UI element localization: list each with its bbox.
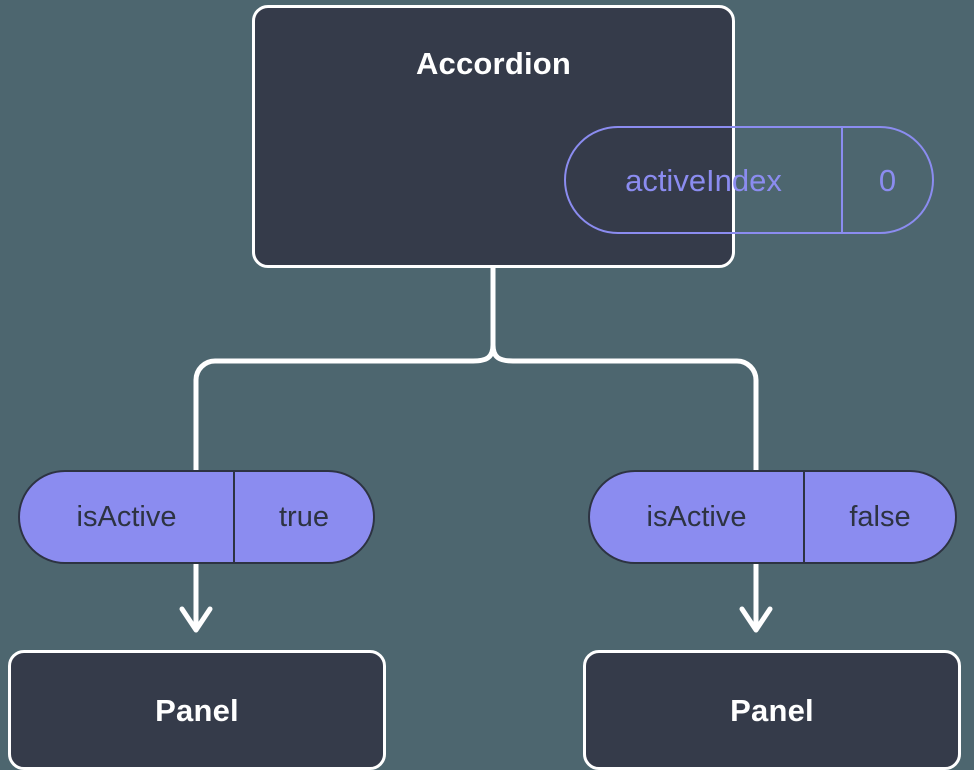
node-accordion-title: Accordion bbox=[415, 46, 572, 81]
prop-pill-is-active-true-key: isActive bbox=[20, 472, 235, 562]
arrow-head-right-icon bbox=[739, 606, 773, 633]
state-pill-active-index-value: 0 bbox=[878, 162, 897, 198]
connector-fork-right bbox=[490, 344, 759, 470]
prop-pill-is-active-false[interactable]: isActive false bbox=[588, 470, 957, 564]
node-panel-right[interactable]: Panel bbox=[583, 650, 961, 770]
prop-pill-is-active-false-value: false bbox=[849, 500, 911, 533]
node-panel-right-title: Panel bbox=[730, 692, 814, 728]
prop-pill-is-active-true[interactable]: isActive true bbox=[18, 470, 375, 564]
node-panel-left[interactable]: Panel bbox=[8, 650, 386, 770]
node-accordion[interactable]: Accordion activeIndex 0 bbox=[252, 5, 934, 268]
prop-pill-is-active-false-key: isActive bbox=[590, 472, 805, 562]
arrow-head-left-icon bbox=[179, 606, 213, 633]
connector-fork-left bbox=[193, 344, 496, 470]
node-panel-left-title: Panel bbox=[155, 692, 239, 728]
prop-pill-is-active-true-value: true bbox=[279, 500, 329, 533]
state-pill-active-index[interactable]: activeIndex 0 bbox=[564, 126, 934, 234]
state-pill-active-index-key: activeIndex bbox=[566, 128, 843, 232]
